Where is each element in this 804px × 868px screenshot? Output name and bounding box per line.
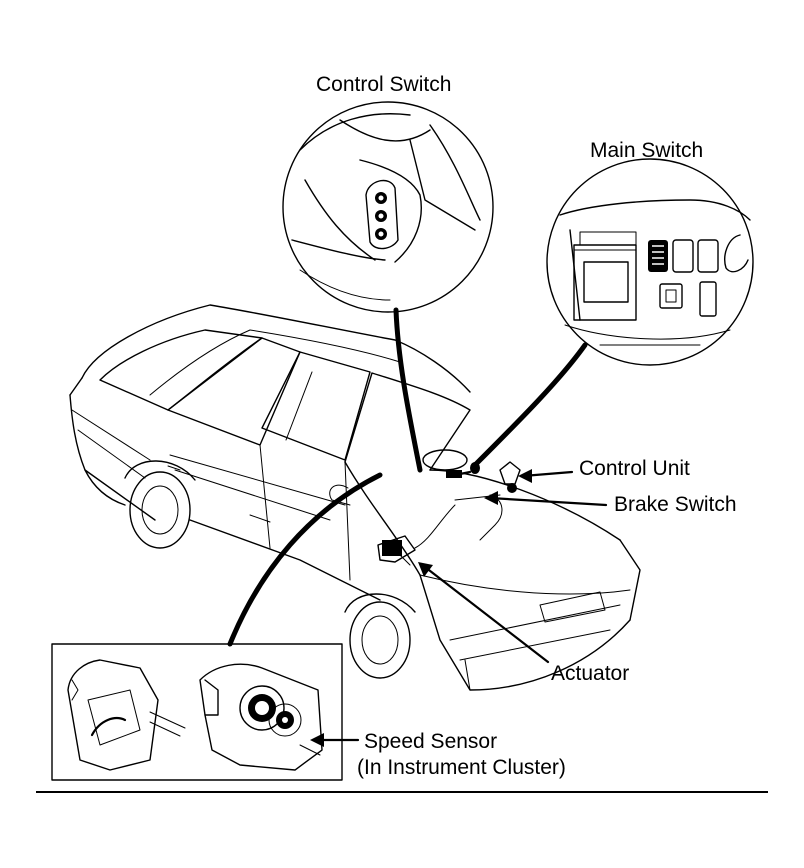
label-control-unit: Control Unit xyxy=(579,457,690,480)
leader-lines xyxy=(227,307,608,747)
label-control-switch: Control Switch xyxy=(316,73,452,96)
control-switch-callout xyxy=(282,101,494,313)
label-actuator: Actuator xyxy=(551,662,630,685)
label-main-switch: Main Switch xyxy=(590,139,704,162)
engine-bay-components xyxy=(377,449,521,566)
label-speed-sensor: Speed Sensor xyxy=(364,730,498,753)
speed-sensor-inset xyxy=(51,643,343,781)
car-illustration xyxy=(69,304,641,691)
bottom-divider xyxy=(36,791,768,793)
label-speed-sensor-location: (In Instrument Cluster) xyxy=(357,756,566,779)
main-switch-callout xyxy=(546,158,754,366)
label-brake-switch: Brake Switch xyxy=(614,493,737,516)
